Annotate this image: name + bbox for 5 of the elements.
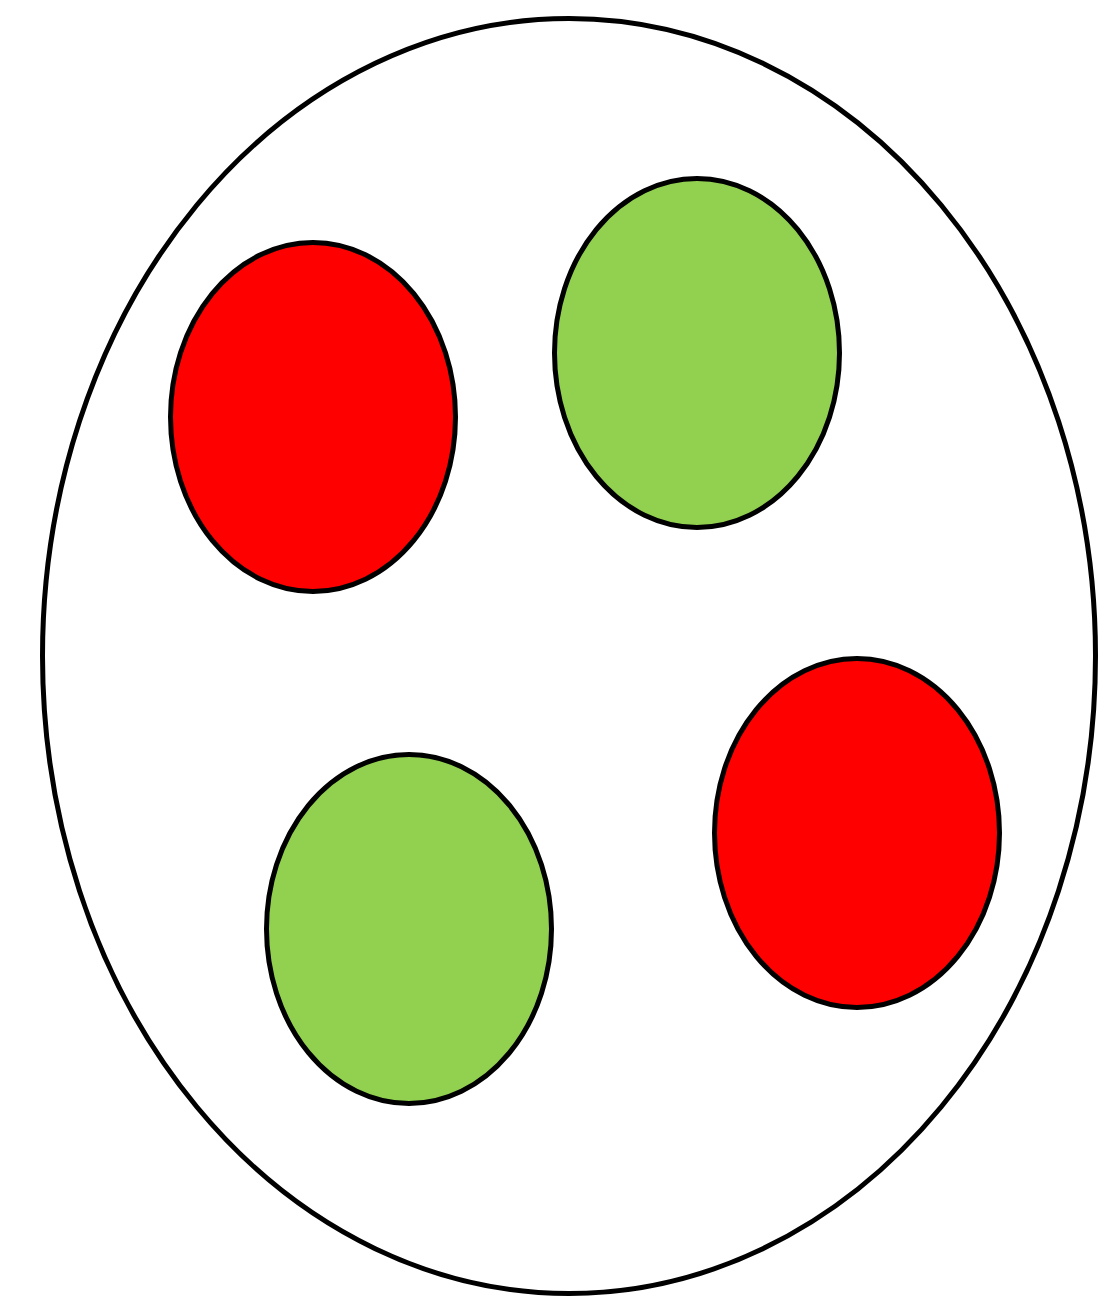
ellipse-shape xyxy=(168,240,458,594)
ellipse-shape xyxy=(552,176,842,530)
ellipse-shape xyxy=(264,752,554,1106)
ellipse-shape xyxy=(40,16,1098,1296)
ellipse-shape xyxy=(712,656,1002,1010)
